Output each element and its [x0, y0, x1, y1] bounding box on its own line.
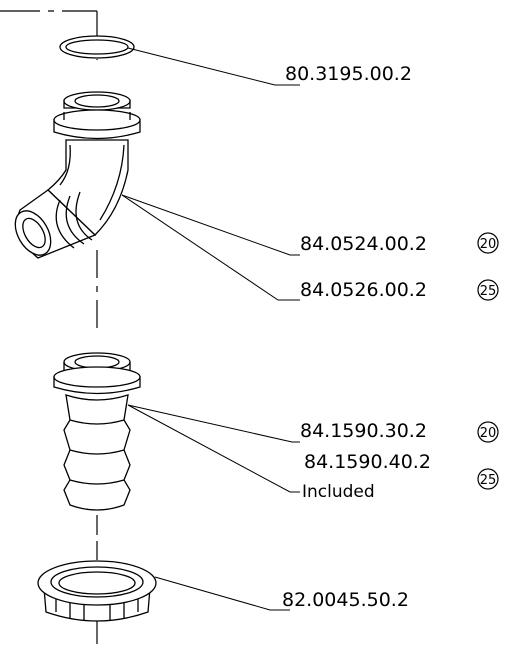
size-badge-elbow-1: 20: [477, 232, 499, 254]
nut-drawing: [37, 560, 157, 622]
connector-part-number-1: 84.1590.30.2: [300, 420, 427, 442]
size-badge-connector-1: 20: [477, 421, 499, 443]
elbow-drawing: [14, 91, 141, 259]
straight-connector-drawing: [53, 352, 141, 511]
elbow-part-number-2: 84.0526.00.2: [300, 279, 427, 301]
included-label: Included: [302, 482, 375, 502]
svg-text:20: 20: [480, 426, 497, 441]
elbow-part-number-1: 84.0524.00.2: [300, 233, 427, 255]
oring-part-number: 80.3195.00.2: [285, 63, 412, 85]
leader-lines: [121, 47, 300, 611]
nut-part-number: 82.0045.50.2: [282, 589, 409, 611]
svg-text:25: 25: [480, 473, 497, 488]
svg-text:25: 25: [480, 284, 497, 299]
size-badge-elbow-2: 25: [477, 279, 499, 301]
size-badge-connector-2: 25: [477, 468, 499, 490]
oring-drawing: [59, 35, 135, 59]
center-axis: [0, 10, 98, 644]
connector-part-number-2: 84.1590.40.2: [304, 451, 431, 473]
svg-text:20: 20: [480, 237, 497, 252]
